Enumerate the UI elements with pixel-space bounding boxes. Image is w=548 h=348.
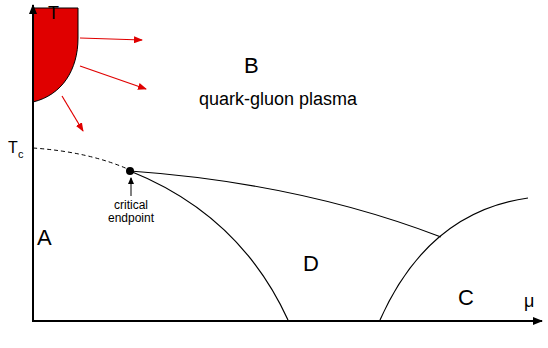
mu-axis <box>32 320 542 322</box>
crossover-line <box>33 148 130 170</box>
axis-label: μ <box>524 292 534 312</box>
phase-letter: C <box>458 286 474 310</box>
leader-arrow <box>131 178 132 196</box>
phase-letter: D <box>303 252 319 276</box>
phase-letter: B <box>244 54 259 78</box>
phase-letter: A <box>37 226 52 250</box>
critical-point <box>126 167 134 175</box>
red-arrow <box>80 66 146 89</box>
axis-label: T <box>48 4 59 24</box>
callout-label: critical endpoint <box>96 199 166 225</box>
subscript: c <box>18 148 24 160</box>
axis-tick-label: T <box>8 139 18 157</box>
phase-boundary <box>130 171 441 237</box>
phase-name: quark-gluon plasma <box>199 90 357 110</box>
red-arrow <box>62 96 83 131</box>
phase-boundary <box>380 198 528 320</box>
t-axis <box>32 5 34 321</box>
red-arrow <box>80 38 142 40</box>
phase-boundary <box>130 171 288 320</box>
